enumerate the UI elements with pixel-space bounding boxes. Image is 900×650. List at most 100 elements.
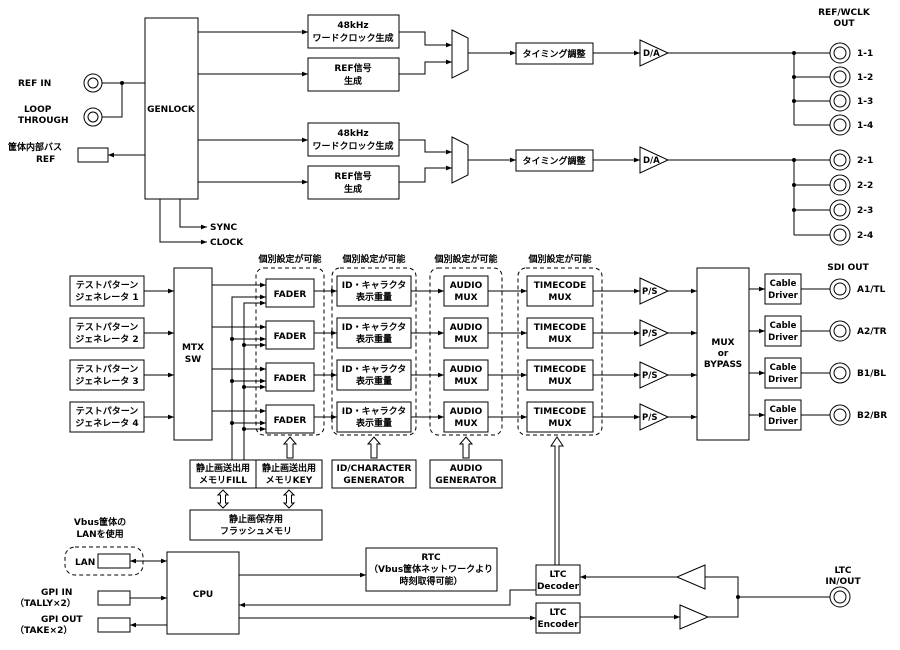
still-memory-key [255, 459, 323, 489]
id-char-2-line2: 表示重量 [355, 333, 392, 345]
genlock-label: GENLOCK [147, 105, 196, 115]
ref-out-connector-icon [829, 42, 851, 246]
gpi-in-label-1: GPI IN [41, 588, 72, 598]
ps-label-4: P/S [642, 413, 657, 423]
ltc-output-amp [679, 604, 710, 630]
ltc-encoder [535, 602, 581, 634]
ref-out-title-2: OUT [833, 19, 855, 29]
mux-bypass-block [696, 267, 750, 441]
gpi-out-port-box [97, 617, 131, 633]
audio-mux-2-line1: AUDIO [450, 323, 483, 333]
genlock-block [144, 17, 199, 200]
wordclock-gen-box-2 [307, 122, 400, 157]
loop-through-label-1: LOOP [24, 105, 52, 115]
da-amp-1 [639, 39, 670, 67]
timecode-mux-1-line2: MUX [548, 293, 571, 303]
key-flash-link-arrow [282, 489, 296, 509]
da-amp-2 [639, 146, 670, 174]
timing-adjust-2-label: タイミング調整 [522, 155, 585, 167]
timecode-mux-group-frame [517, 267, 603, 436]
sdi-out-b2: B2/BR [857, 411, 887, 421]
timing-adjust-1-label: タイミング調整 [522, 48, 585, 60]
ltc-encoder-line2: Encoder [537, 620, 579, 630]
id-char-box-3 [336, 359, 412, 391]
flash-memory-line1: 静止画保存用 [229, 513, 283, 525]
ref-out-1-3: 1-3 [857, 97, 873, 107]
still-memory-fill [189, 459, 257, 489]
cable-driver-2-line1: Cable [770, 321, 797, 331]
id-char-group-frame [331, 267, 417, 436]
ref-out-1-2: 1-2 [857, 73, 873, 83]
test-pattern-gen-1-line2: ジェネレータ 1 [75, 291, 138, 303]
fader-label-1: FADER [274, 290, 307, 300]
flash-memory [189, 509, 323, 541]
wordclock-gen-1-line2: ワードクロック生成 [312, 32, 393, 44]
cable-driver-4-line1: Cable [770, 405, 797, 415]
sdi-out-connector-icon [829, 278, 851, 426]
ref-signal-gen-box-2 [307, 165, 400, 200]
ref-signal-gen-2-line2: 生成 [344, 183, 362, 195]
rtc-label-1: RTC [421, 553, 441, 563]
ref-signal-gen-1-line1: REF信号 [334, 62, 371, 74]
ps-label-2: P/S [642, 329, 657, 339]
mux-bypass-line3: BYPASS [704, 360, 742, 370]
fill-flash-link-arrow [216, 489, 230, 509]
id-char-4-line1: ID・キャラクタ [342, 405, 406, 417]
audio-mux-box-4 [443, 401, 489, 433]
id-character-generator [331, 459, 417, 489]
still-memory-key-line2: メモリKEY [266, 475, 313, 486]
audio-mux-3-line1: AUDIO [450, 365, 483, 375]
cable-driver-4-line2: Driver [768, 417, 798, 427]
fader-box-2 [265, 320, 315, 350]
ref-out-2-2: 2-2 [857, 181, 873, 191]
cable-driver-1-line2: Driver [768, 291, 798, 301]
test-pattern-gen-3-line2: ジェネレータ 3 [75, 375, 138, 387]
rtc-label-3: 時刻取得可能） [399, 575, 462, 587]
ref-out-2-1: 2-1 [857, 156, 873, 166]
cpu-block [166, 551, 240, 635]
fader-box-4 [265, 404, 315, 434]
lan-label: LAN [75, 558, 95, 568]
ltc-to-timecode-arrow [550, 436, 564, 566]
loop-through-label-2: THROUGH [18, 116, 68, 126]
mux-trapezoid-2 [451, 136, 469, 184]
id-character-generator-line2: GENERATOR [343, 476, 404, 486]
individual-label-audio: 個別設定が可能 [433, 253, 497, 265]
genlock-section: REF IN LOOP THROUGH 筐体内部バス REF GENLOCK S… [7, 8, 873, 248]
id-char-box-2 [336, 317, 412, 349]
mux-bypass-line1: MUX [711, 338, 734, 348]
cable-driver-2-line2: Driver [768, 333, 798, 343]
cable-driver-1-line1: Cable [770, 279, 797, 289]
timecode-mux-1-line1: TIMECODE [534, 281, 586, 291]
fader-label-2: FADER [274, 332, 307, 342]
ref-signal-gen-1-line2: 生成 [344, 75, 362, 87]
audio-mux-group-frame [429, 267, 503, 436]
id-char-3-line1: ID・キャラクタ [342, 363, 406, 375]
cable-driver-1 [764, 273, 802, 305]
mux-trapezoid-1 [451, 29, 469, 79]
ps-label-1: P/S [642, 287, 657, 297]
ltc-input-amp [675, 564, 706, 590]
ltc-decoder-line1: LTC [550, 570, 567, 580]
mtx-label-1: MTX [182, 343, 204, 353]
cable-driver-3 [764, 357, 802, 389]
wordclock-gen-2-line2: ワードクロック生成 [312, 140, 393, 152]
ps-amp-1 [639, 277, 670, 305]
sdi-out-a2: A2/TR [857, 327, 887, 337]
cable-driver-2 [764, 315, 802, 347]
control-section: Vbus筐体の LANを使用 LAN GPI IN （TALLY×2） GPI … [15, 516, 861, 636]
audio-mux-1-line1: AUDIO [450, 281, 483, 291]
id-char-4-line2: 表示重量 [355, 417, 392, 429]
vbus-note-line2: LANを使用 [76, 528, 123, 540]
timecode-mux-box-4 [526, 401, 594, 433]
clock-label: CLOCK [210, 238, 244, 248]
audio-generator-line2: GENERATOR [435, 476, 496, 486]
test-pattern-gen-3-line1: テストパターン [76, 363, 139, 375]
timecode-mux-3-line2: MUX [548, 377, 571, 387]
individual-label-id: 個別設定が可能 [341, 253, 405, 265]
test-pattern-gen-1-line1: テストパターン [76, 279, 139, 291]
audio-mux-2-line2: MUX [454, 335, 477, 345]
test-pattern-gen-2-line1: テストパターン [76, 321, 139, 333]
still-memory-fill-line2: メモリFILL [199, 475, 247, 486]
